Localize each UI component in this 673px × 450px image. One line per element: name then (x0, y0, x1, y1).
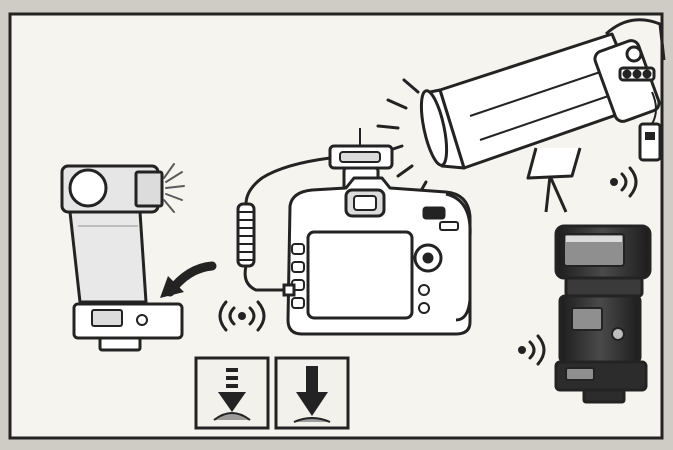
down-arrow-icon (296, 366, 328, 416)
remote-cable-to-shutter (236, 156, 332, 297)
studio-strobe-softbox (419, 18, 666, 213)
speedlite-on-receiver-right (554, 224, 652, 404)
curved-arrow-icon (160, 261, 217, 298)
wireless-signal-icon (518, 334, 546, 366)
camera-with-transmitter (286, 128, 472, 336)
wireless-signal-icon (610, 166, 638, 198)
flash-burst-icon (163, 163, 185, 213)
speedlite-on-receiver-left (60, 164, 184, 352)
wireless-signal-icon (218, 300, 266, 332)
button-full-press (274, 356, 350, 430)
down-arrow-icon (218, 368, 246, 412)
button-half-press (194, 356, 270, 430)
